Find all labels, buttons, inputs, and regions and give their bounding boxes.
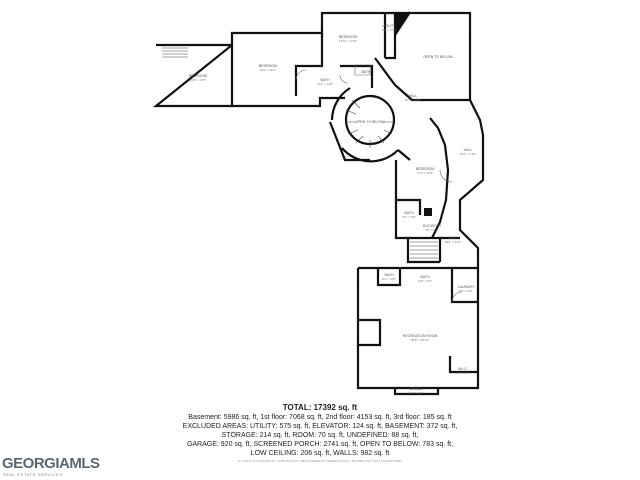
- door-swing-3: [439, 169, 453, 183]
- wall-upper-hall: [232, 13, 387, 108]
- excluded-areas-line-3: GARAGE: 920 sq. ft, SCREENED PORCH: 2741…: [186, 441, 454, 448]
- door-swing-4: [451, 291, 463, 303]
- room-open-to-below-1: OPEN TO BELOW: [423, 55, 453, 59]
- door-swing-2: [339, 74, 349, 84]
- elevator-shaft: [424, 208, 432, 216]
- excluded-areas-line-1: EXCLUDED AREAS: UTILITY: 575 sq. ft, ELE…: [182, 423, 458, 430]
- total-area: TOTAL: 17392 sq. ft: [282, 403, 358, 412]
- wall-stairs-block: [406, 238, 442, 264]
- area-summary: TOTAL: 17392 sq. ft Basement: 5986 sq. f…: [150, 402, 490, 464]
- door-swing-1: [295, 69, 307, 81]
- floor-plan-drawing: [152, 11, 485, 396]
- georgiamls-logo: GEORGIAMLS REAL ESTATE SERVICES: [2, 456, 100, 478]
- stair-treads-lower: [410, 241, 438, 259]
- floor-plan-credit: FLOOR PLAN CREATED BY CUBICASA APP. MEAS…: [237, 459, 403, 463]
- room-open-to-below-2: OPEN TO BELOW: [355, 120, 385, 124]
- wall-diagonal-hall: [374, 57, 485, 268]
- excluded-areas-line-4: LOW CEILING: 206 sq. ft, WALLS: 982 sq. …: [250, 450, 390, 457]
- fixture-tub: [354, 64, 371, 76]
- logo-wordmark: GEORGIAMLS: [2, 455, 100, 472]
- wall-middle-wing: [394, 117, 460, 240]
- stair-curve: [328, 87, 411, 163]
- floor-areas-line: Basement: 5986 sq. ft, 1st floor: 7068 s…: [188, 414, 452, 421]
- room-bath-2: BATH: [361, 70, 371, 74]
- stair-treads-left: [162, 47, 188, 58]
- room-wic: W.I.C.10'1" x 5'9": [455, 367, 471, 375]
- logo-tagline: REAL ESTATE SERVICES: [3, 472, 63, 477]
- dark-utility-triangle: [395, 12, 410, 35]
- wall-left-wing: [152, 11, 397, 108]
- excluded-areas-line-2: STORAGE: 214 sq. ft, ROOM: 70 sq. ft, UN…: [221, 432, 419, 439]
- stair-treads-curve: [345, 99, 395, 148]
